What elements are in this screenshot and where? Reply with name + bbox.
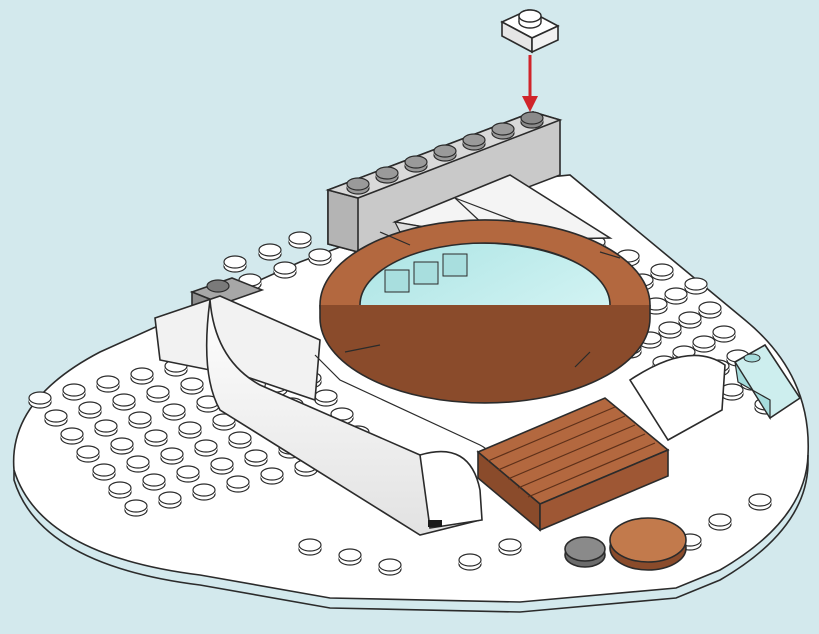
stud (709, 514, 731, 530)
red-down-arrow-icon (522, 55, 538, 112)
stud (685, 278, 707, 294)
stud (179, 422, 201, 438)
stud (181, 378, 203, 394)
stud (499, 539, 521, 555)
stud (131, 368, 153, 384)
stud (229, 432, 251, 448)
stud (713, 326, 735, 342)
stud (159, 492, 181, 508)
stud (127, 456, 149, 472)
stud (147, 386, 169, 402)
stud (651, 264, 673, 280)
stud (111, 438, 133, 454)
stud (95, 420, 117, 436)
dark-gray-round-tile (565, 537, 605, 567)
stud (125, 500, 147, 516)
stud (63, 384, 85, 400)
stud (113, 394, 135, 410)
stud (227, 476, 249, 492)
stud (315, 390, 337, 406)
stud (699, 302, 721, 318)
stud (492, 123, 514, 139)
stud (224, 256, 246, 272)
stud (145, 430, 167, 446)
stud (193, 484, 215, 500)
stud (679, 312, 701, 328)
stud (177, 466, 199, 482)
stud (463, 134, 485, 150)
stud (79, 402, 101, 418)
stud (347, 178, 369, 194)
stud (405, 156, 427, 172)
stud (261, 468, 283, 484)
stud (309, 249, 331, 265)
stud (61, 428, 83, 444)
stud (77, 446, 99, 462)
stud (299, 539, 321, 555)
stud (459, 554, 481, 570)
stud (665, 288, 687, 304)
stud (143, 474, 165, 490)
stud (97, 376, 119, 392)
stud (245, 450, 267, 466)
stud (29, 392, 51, 408)
stud (161, 448, 183, 464)
reddish-brown-round-tile (610, 518, 686, 570)
stud (379, 559, 401, 575)
stud (434, 145, 456, 161)
stud (749, 494, 771, 510)
stud (376, 167, 398, 183)
stud (693, 336, 715, 352)
stud (289, 232, 311, 248)
stud (259, 244, 281, 260)
stud (93, 464, 115, 480)
stud (45, 410, 67, 426)
stud (129, 412, 151, 428)
stud (339, 549, 361, 565)
stud (274, 262, 296, 278)
stud (211, 458, 233, 474)
stud (659, 322, 681, 338)
stud (163, 404, 185, 420)
stud (521, 112, 543, 128)
stud (195, 440, 217, 456)
stud (109, 482, 131, 498)
white-1x2-jumper-plate-icon (502, 10, 558, 52)
